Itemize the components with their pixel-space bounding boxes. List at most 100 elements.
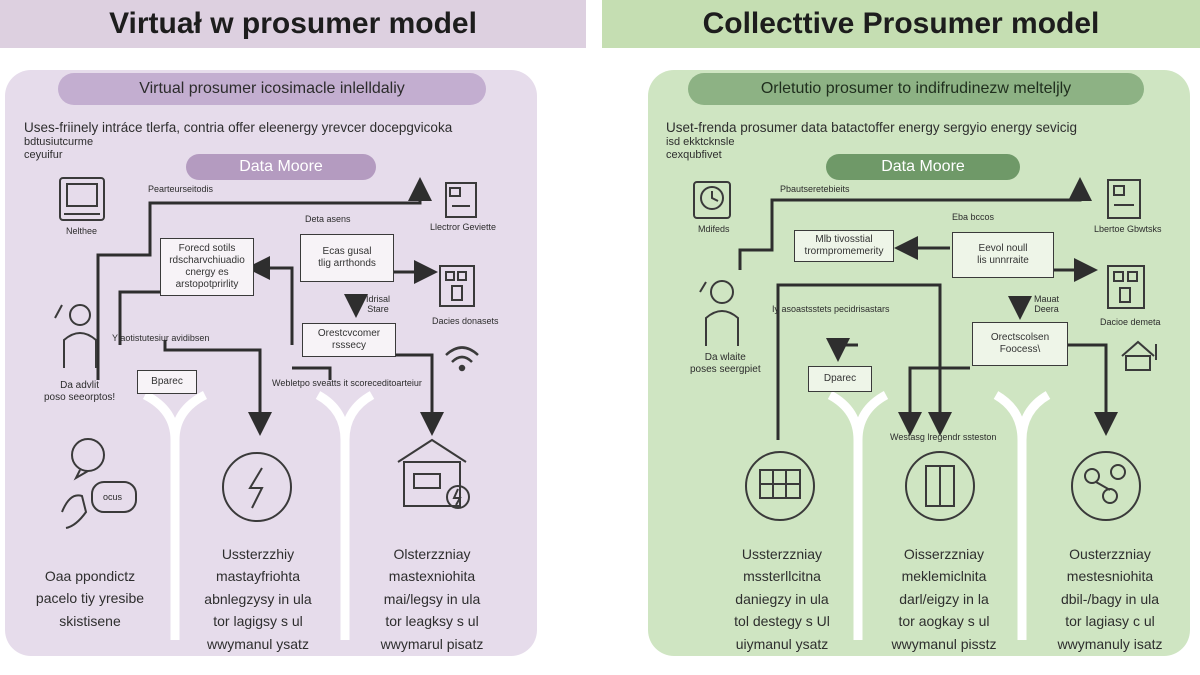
left-device-right-label: Dacies donasets bbox=[432, 316, 499, 326]
left-side-label: Y aotistutesiur avidibsen bbox=[112, 333, 210, 343]
left-col-2: Ussterzzhiy mastayfriohta abnlegzysy in … bbox=[188, 543, 328, 655]
right-col-1-line-4: tol destegy s Ul bbox=[734, 613, 830, 630]
right-device-label: Lbertoe Gbwtsks bbox=[1094, 224, 1162, 234]
left-forecast-line-3: cnergy es bbox=[185, 267, 229, 278]
left-small-box: Bparec bbox=[137, 370, 197, 394]
right-col-2-line-3: darl/eigzy in la bbox=[899, 590, 989, 607]
left-desc-line-3: ceyuifur bbox=[24, 149, 63, 162]
right-person-label-2: poses seergpiet bbox=[690, 363, 761, 375]
left-data-pill-label: Data Moore bbox=[239, 158, 323, 175]
right-col-3-line-4: tor lagiasy c ul bbox=[1065, 613, 1155, 630]
right-col-3: Ousterzzniay mestesniohita dbil-/bagy in… bbox=[1040, 543, 1180, 655]
left-col-2-line-3: abnlegzysy in ula bbox=[204, 590, 312, 607]
right-data-pill-label: Data Moore bbox=[881, 158, 965, 175]
left-top-box-line-2: tlig arrthonds bbox=[318, 258, 376, 269]
left-mid-box: Orestcvcomer rsssecy bbox=[302, 323, 396, 357]
right-col-1-line-3: daniegzy in ula bbox=[735, 590, 829, 607]
right-web-label: Westasg lregendr ssteston bbox=[890, 432, 997, 442]
left-desc-line-1: Uses-friinely intráce tlerfa, contria of… bbox=[24, 120, 453, 135]
left-small-box-label: Bparec bbox=[151, 376, 183, 387]
right-device-right-label: Dacioe demeta bbox=[1100, 317, 1161, 327]
right-person-label-1: Da wlaite bbox=[704, 352, 746, 363]
left-col-3: Olsterzzniay mastexniohita mai/legsy in … bbox=[362, 543, 502, 655]
left-person-label: Da advlit poso seeorptos! bbox=[44, 380, 115, 403]
right-subtitle-text: Orletutio prosumer to indifrudinezw melt… bbox=[760, 80, 1072, 97]
right-mid-label-1: Mauat bbox=[1034, 294, 1060, 304]
left-person-label-1: Da advlit bbox=[60, 380, 100, 391]
left-description: Uses-friinely intráce tlerfa, contria of… bbox=[24, 120, 524, 163]
right-left-box-line-2: trormpromemerity bbox=[804, 246, 884, 257]
left-web-label: Webletpo sveatts it scoreceditoarteiur bbox=[272, 378, 422, 388]
left-bubble-text: ocus bbox=[103, 492, 123, 502]
right-top-box: Eevol noull lis unnrraite bbox=[952, 232, 1054, 278]
left-mid-box-line-1: Orestcvcomer bbox=[317, 328, 381, 339]
left-flow-diagram bbox=[54, 177, 479, 640]
right-col-3-line-3: dbil-/bagy in ula bbox=[1060, 590, 1160, 607]
left-col-3-line-1: Olsterzzniay bbox=[393, 546, 471, 562]
left-top-connector-label: Pearteurseitodis bbox=[148, 184, 214, 194]
left-col-3-line-5: wwymarul pisatz bbox=[380, 635, 484, 652]
right-col-1-line-5: uiymanul ysatz bbox=[735, 635, 829, 652]
right-top-box-line-1: Eevol noull bbox=[978, 243, 1028, 254]
right-small-box-label: Dparec bbox=[823, 373, 857, 384]
right-col-1-line-2: mssterllcitna bbox=[743, 568, 821, 585]
left-col-1-line-3: skistisene bbox=[59, 612, 121, 629]
right-col-2: Oisserzzniay meklemiclnita darl/eigzy in… bbox=[874, 543, 1014, 655]
left-col-3-line-4: tor leagksy s ul bbox=[385, 613, 479, 630]
left-col-1-line-1: Oaa ppondictz bbox=[44, 568, 136, 584]
right-col-2-line-5: wwymanul pisstz bbox=[891, 635, 997, 652]
left-col-3-line-3: mai/legsy in ula bbox=[383, 590, 481, 607]
right-col-1-line-1: Ussterzzniay bbox=[741, 546, 823, 562]
right-mid-label-2: Deera bbox=[1034, 304, 1059, 315]
right-mid-box-line-1: Orectscolsen bbox=[990, 332, 1050, 343]
left-mid-label-1: Idrisal bbox=[366, 294, 391, 304]
right-left-box: Mlb tivosstial trormpromemerity bbox=[794, 230, 894, 262]
left-mid-label: Idrisal Stare bbox=[366, 294, 390, 315]
right-side-label: Iy asoastsstets pecidrisastars bbox=[772, 304, 890, 314]
left-col-2-line-2: mastayfriohta bbox=[215, 568, 301, 585]
left-col-3-line-2: mastexniohita bbox=[388, 568, 476, 585]
left-desc-line-2: bdtusiutcurme bbox=[24, 136, 94, 149]
left-monitor-label: Nelthee bbox=[66, 226, 98, 236]
right-desc-line-3: cexqubfivet bbox=[666, 149, 722, 162]
left-col-2-line-4: tor lagigsy s ul bbox=[213, 613, 303, 630]
left-device-label: Llectror Geviette bbox=[430, 222, 497, 232]
left-forecast-line-4: arstopotprirlity bbox=[175, 279, 239, 290]
left-col-1-line-2: pacelo tiy yresibe bbox=[35, 590, 145, 607]
right-clock-label: Mdifeds bbox=[698, 224, 730, 234]
right-top-box-line-2: lis unnrraite bbox=[977, 255, 1029, 266]
left-forecast-line-2: rdscharvchiuadio bbox=[169, 255, 245, 266]
left-top-box: Ecas gusal tlig arrthonds bbox=[300, 234, 394, 282]
left-forecast-line-1: Forecd sotils bbox=[178, 243, 236, 254]
left-title: Virtuał w prosumer model bbox=[0, 0, 586, 48]
right-small-box: Dparec bbox=[808, 366, 872, 392]
right-top-connector-label: Pbautseretebieits bbox=[780, 184, 850, 194]
left-data-pill: Data Moore bbox=[186, 154, 376, 180]
left-col-1: Oaa ppondictz pacelo tiy yresibe skistis… bbox=[30, 565, 150, 632]
right-left-box-line-1: Mlb tivosstial bbox=[815, 234, 873, 245]
right-col-3-line-1: Ousterzzniay bbox=[1069, 546, 1151, 562]
right-col-3-line-5: wwymanuly isatz bbox=[1057, 635, 1163, 652]
right-person-label: Da wlaite poses seergpiet bbox=[690, 352, 761, 375]
left-person-label-2: poso seeorptos! bbox=[44, 391, 116, 403]
right-title: Collecttive Prosumer model bbox=[602, 0, 1200, 48]
left-mid-label-2: Stare bbox=[367, 304, 389, 315]
left-top-box-line-1: Ecas gusal bbox=[322, 246, 372, 257]
left-subtitle-pill: Virtual prosumer icosimacle inlelldaliy bbox=[58, 73, 486, 105]
right-mid-box: Orectscolsen Foocess\ bbox=[972, 322, 1068, 366]
right-col-2-line-2: meklemiclnita bbox=[901, 568, 987, 585]
right-hub-label: Eba bccos bbox=[952, 212, 995, 222]
right-col-1: Ussterzzniay mssterllcitna daniegzy in u… bbox=[712, 543, 852, 655]
right-mid-box-line-2: Foocess\ bbox=[999, 344, 1041, 355]
right-mid-label: Mauat Deera bbox=[1034, 294, 1059, 315]
left-mid-box-line-2: rsssecy bbox=[332, 340, 366, 351]
right-col-3-line-2: mestesniohita bbox=[1066, 568, 1154, 585]
right-col-2-line-1: Oisserzzniay bbox=[903, 546, 985, 562]
right-subtitle-pill: Orletutio prosumer to indifrudinezw melt… bbox=[688, 73, 1144, 105]
right-desc-line-1: Uset-frenda prosumer data batactoffer en… bbox=[666, 120, 1077, 135]
left-col-2-line-1: Ussterzzhiy bbox=[221, 546, 295, 562]
left-col-2-line-5: wwymanul ysatz bbox=[207, 635, 309, 652]
right-description: Uset-frenda prosumer data batactoffer en… bbox=[666, 120, 1186, 163]
right-data-pill: Data Moore bbox=[826, 154, 1020, 180]
